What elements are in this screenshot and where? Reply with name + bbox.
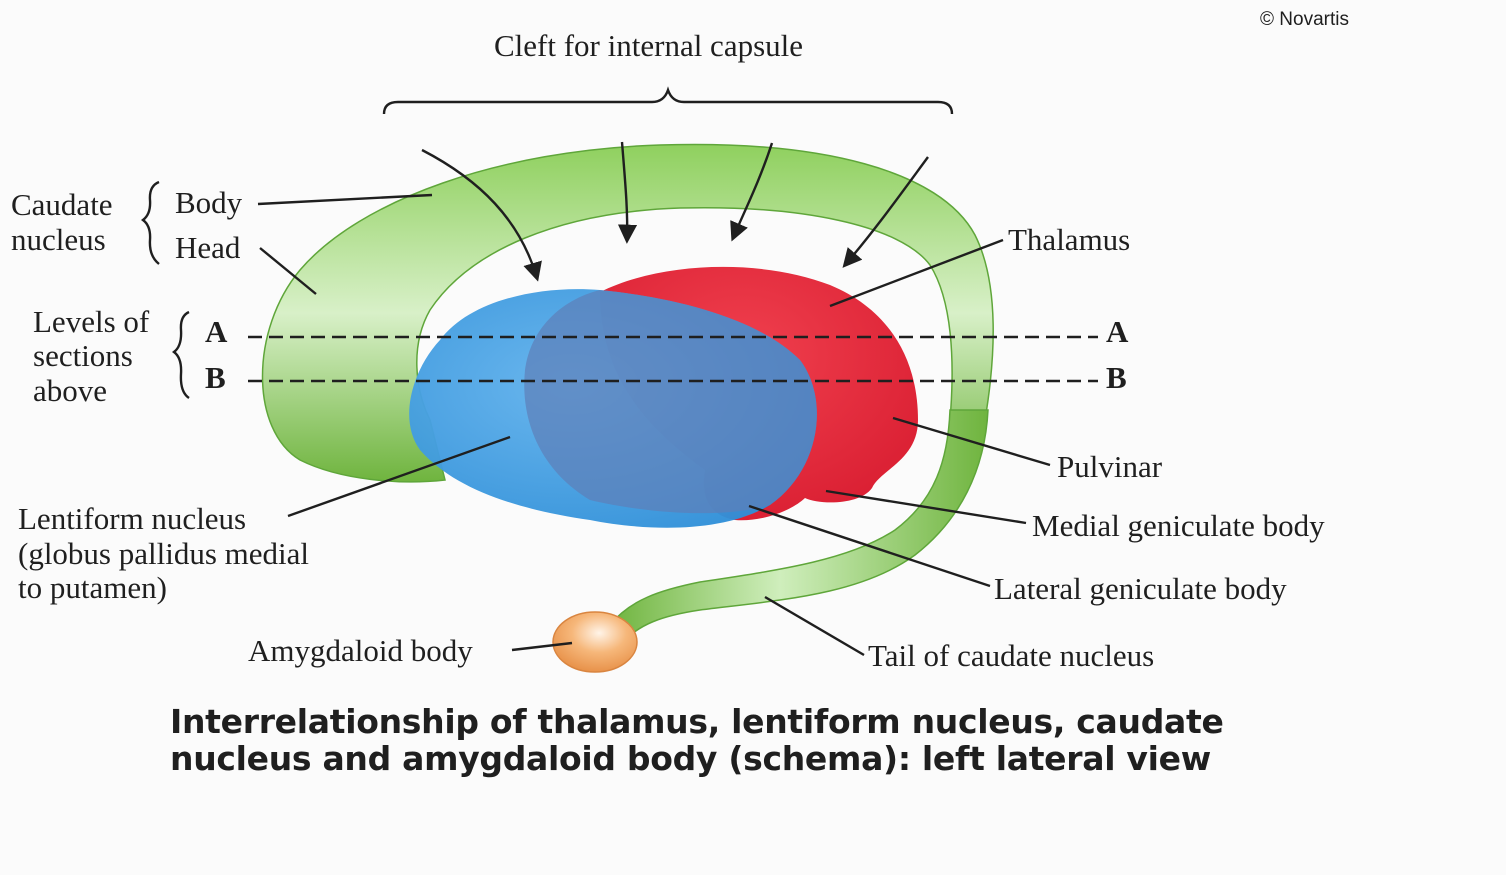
level-a-left: A: [205, 314, 228, 349]
overlap-shape: [524, 290, 817, 514]
caudate-label-1: Caudate: [11, 187, 113, 222]
caption-line-2: nucleus and amygdaloid body (schema): le…: [170, 739, 1211, 778]
head-label: Head: [175, 230, 241, 265]
levels-label-2: sections: [33, 338, 133, 373]
cleft-arrow-3: [730, 142, 774, 242]
levels-label-1: Levels of: [33, 304, 150, 339]
tail-label: Tail of caudate nucleus: [868, 638, 1154, 673]
tail-leader: [764, 595, 865, 657]
caudate-body-shape: [261, 143, 994, 483]
lateral-geniculate-leader: [748, 504, 991, 588]
thalamus-label: Thalamus: [1008, 222, 1130, 257]
copyright-text: © Novartis: [1260, 9, 1349, 30]
amygdaloid-leader: [511, 641, 573, 652]
caption-line-1: Interrelationship of thalamus, lentiform…: [170, 702, 1224, 741]
body-label: Body: [175, 185, 243, 220]
lentiform-label-3: to putamen): [18, 570, 167, 605]
lentiform-label-2: (globus pallidus medial: [18, 536, 309, 571]
lentiform-leader: [287, 435, 511, 518]
medial-geniculate-label: Medial geniculate body: [1032, 508, 1325, 543]
levels-label-3: above: [33, 373, 107, 408]
pulvinar-label: Pulvinar: [1057, 449, 1163, 484]
cleft-brace: [382, 86, 954, 115]
cleft-arrow-4: [842, 156, 929, 268]
cleft-arrow-2: [617, 141, 638, 244]
lentiform-label-1: Lentiform nucleus: [18, 501, 246, 536]
medial-geniculate-leader: [825, 489, 1027, 525]
thalamus-leader: [829, 238, 1004, 308]
level-a-right: A: [1106, 314, 1129, 349]
level-b-right: B: [1106, 360, 1127, 395]
pulvinar-leader: [892, 416, 1051, 467]
levels-brace: [172, 310, 190, 399]
body-leader: [257, 193, 433, 206]
cleft-title: Cleft for internal capsule: [494, 28, 803, 63]
amygdaloid-label: Amygdaloid body: [248, 633, 473, 668]
cleft-arrow-1: [421, 148, 542, 282]
lateral-geniculate-label: Lateral geniculate body: [994, 571, 1287, 606]
caudate-label-2: nucleus: [11, 222, 106, 257]
head-leader: [259, 247, 317, 295]
amygdaloid-shape: [552, 611, 638, 673]
caudate-brace: [141, 180, 160, 265]
level-b-left: B: [205, 360, 226, 395]
